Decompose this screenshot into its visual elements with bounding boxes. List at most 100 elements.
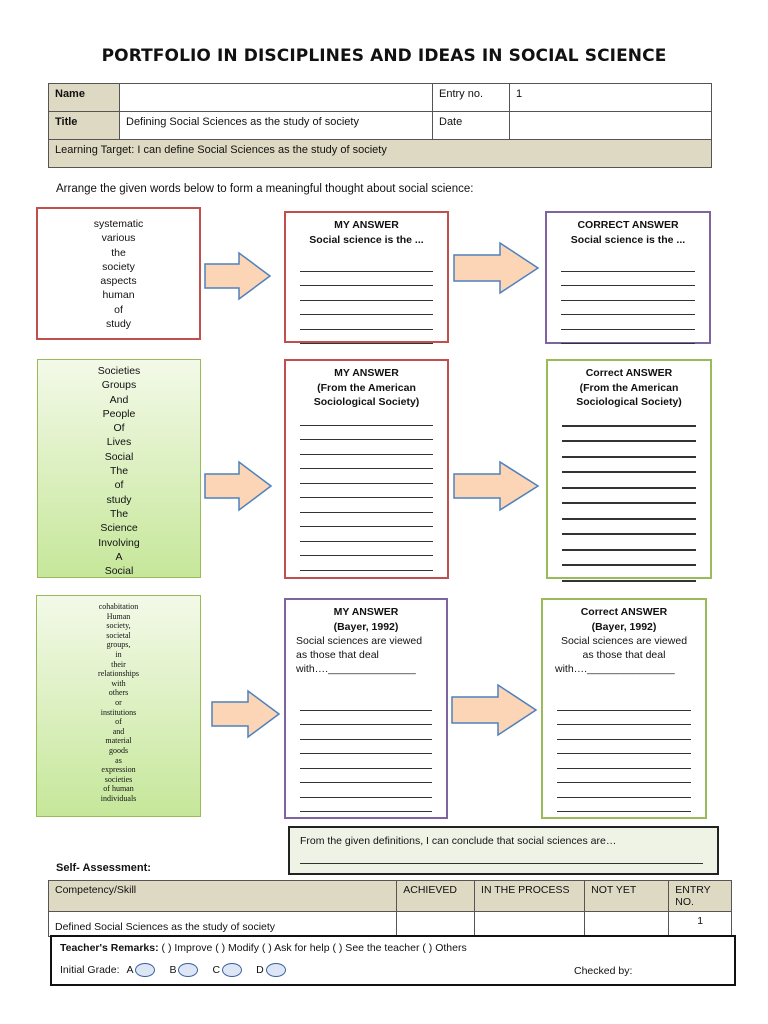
word-item: various — [101, 232, 136, 245]
remarks-label: Teacher's Remarks: — [60, 942, 159, 954]
word-item: Involving — [98, 536, 140, 549]
cell-not-yet[interactable] — [584, 911, 670, 937]
row-entry: 1 — [668, 911, 732, 937]
cell-achieved[interactable] — [396, 911, 476, 937]
cell-process[interactable] — [474, 911, 586, 937]
word-item: Groups — [101, 379, 137, 392]
my-answer-box-3[interactable]: MY ANSWER(Bayer, 1992) Social sciences a… — [284, 598, 448, 819]
grade-circle-icon[interactable] — [265, 963, 286, 977]
arrow-icon — [211, 689, 281, 739]
word-item: of human — [103, 784, 134, 794]
word-item: societies — [104, 774, 133, 784]
checked-by: Checked by: — [574, 965, 633, 977]
date-field[interactable] — [509, 111, 712, 140]
my-answer-prompt: Social science is the ... — [309, 233, 424, 246]
word-item: in — [115, 649, 122, 659]
grade-circle-icon[interactable] — [135, 963, 156, 977]
title-value: Defining Social Sciences as the study of… — [119, 111, 433, 140]
self-assessment-table: Competency/Skill ACHIEVED IN THE PROCESS… — [47, 880, 732, 937]
word-item: societal — [106, 630, 131, 640]
word-item: as — [115, 755, 122, 765]
correct-answer-prompt: Social science is the ... — [570, 233, 686, 246]
word-item: of — [114, 479, 124, 492]
word-item: cohabitation — [98, 602, 139, 611]
word-item: individuals — [100, 793, 137, 803]
correct-answer-title: Correct ANSWER — [585, 367, 673, 379]
arrow-icon — [204, 460, 273, 512]
col-process: IN THE PROCESS — [474, 880, 586, 912]
grade-option-label: A — [126, 963, 134, 976]
word-item: groups, — [106, 640, 131, 650]
word-item: material — [105, 736, 132, 746]
header-table: Name Entry no. 1 Title Defining Social S… — [48, 83, 712, 168]
word-item: A — [115, 550, 123, 563]
word-item: of — [115, 717, 122, 727]
teacher-remarks-box: Teacher's Remarks: ( ) Improve ( ) Modif… — [50, 935, 736, 986]
word-item: Social — [104, 450, 134, 463]
word-item: aspects — [100, 275, 137, 288]
answer-lines[interactable] — [300, 411, 433, 571]
entry-label: Entry no. — [432, 83, 510, 112]
conclusion-box[interactable]: From the given definitions, I can conclu… — [288, 826, 719, 875]
arrow-icon — [453, 241, 540, 295]
word-item: People — [102, 407, 136, 420]
row-skill: Defined Social Sciences as the study of … — [47, 911, 398, 937]
self-assessment-heading: Self- Assessment: — [56, 862, 151, 874]
word-item: and — [112, 726, 125, 736]
answer-lines[interactable] — [300, 257, 433, 344]
answer-lines[interactable] — [561, 257, 695, 344]
word-item: expression — [101, 765, 136, 775]
grade-circle-icon[interactable] — [222, 963, 243, 977]
word-item: The — [109, 507, 129, 520]
my-answer-box-2[interactable]: MY ANSWER(From the American Sociological… — [284, 359, 449, 579]
name-field[interactable] — [119, 83, 433, 112]
correct-answer-title: Correct ANSWER — [580, 606, 668, 618]
correct-answer-box-2[interactable]: Correct ANSWER(From the American Sociolo… — [546, 359, 712, 582]
my-answer-citation: (Bayer, 1992) — [333, 620, 399, 633]
word-item: Of — [113, 422, 125, 435]
word-item: with — [111, 678, 126, 688]
remarks-options[interactable]: ( ) Improve ( ) Modify ( ) Ask for help … — [161, 942, 467, 954]
col-skill: Competency/Skill — [47, 880, 398, 912]
word-item: The — [109, 465, 129, 478]
word-item: systematic — [93, 218, 144, 230]
word-item: And — [109, 393, 129, 406]
grade-circle-icon[interactable] — [178, 963, 199, 977]
correct-answer-box-3[interactable]: Correct ANSWER(Bayer, 1992) Social scien… — [541, 598, 707, 819]
word-item: Lives — [106, 436, 132, 449]
page-title: PORTFOLIO IN DISCIPLINES AND IDEAS IN SO… — [101, 46, 667, 66]
arrow-icon — [451, 683, 538, 737]
title-label: Title — [48, 111, 120, 140]
word-item: their — [111, 659, 126, 669]
my-answer-title: MY ANSWER — [333, 606, 399, 618]
my-answer-title: MY ANSWER — [334, 219, 399, 231]
arrow-icon — [453, 460, 540, 512]
date-label: Date — [432, 111, 510, 140]
col-achieved: ACHIEVED — [396, 880, 476, 912]
name-label: Name — [48, 83, 120, 112]
learning-target: Learning Target: I can define Social Sci… — [48, 139, 712, 168]
word-item: society — [102, 260, 135, 273]
word-item: study — [106, 493, 132, 506]
word-item: institutions — [100, 707, 137, 717]
my-answer-title: MY ANSWER — [334, 367, 399, 379]
word-item: study — [105, 318, 132, 331]
word-item: human — [102, 289, 135, 302]
answer-lines[interactable] — [557, 696, 691, 812]
conclusion-line[interactable] — [300, 863, 703, 864]
answer-lines[interactable] — [300, 696, 432, 812]
correct-answer-with: with…._______________ — [555, 663, 675, 675]
answer-lines[interactable] — [562, 411, 696, 582]
conclusion-text: From the given definitions, I can conclu… — [300, 835, 617, 847]
word-item: society, — [106, 621, 131, 631]
grade-option-label: C — [212, 963, 221, 976]
instruction-text: Arrange the given words below to form a … — [56, 183, 474, 195]
my-answer-box-1[interactable]: MY ANSWER Social science is the ... — [284, 211, 449, 344]
entry-value: 1 — [509, 83, 712, 112]
my-answer-with: with…._______________ — [296, 663, 416, 675]
